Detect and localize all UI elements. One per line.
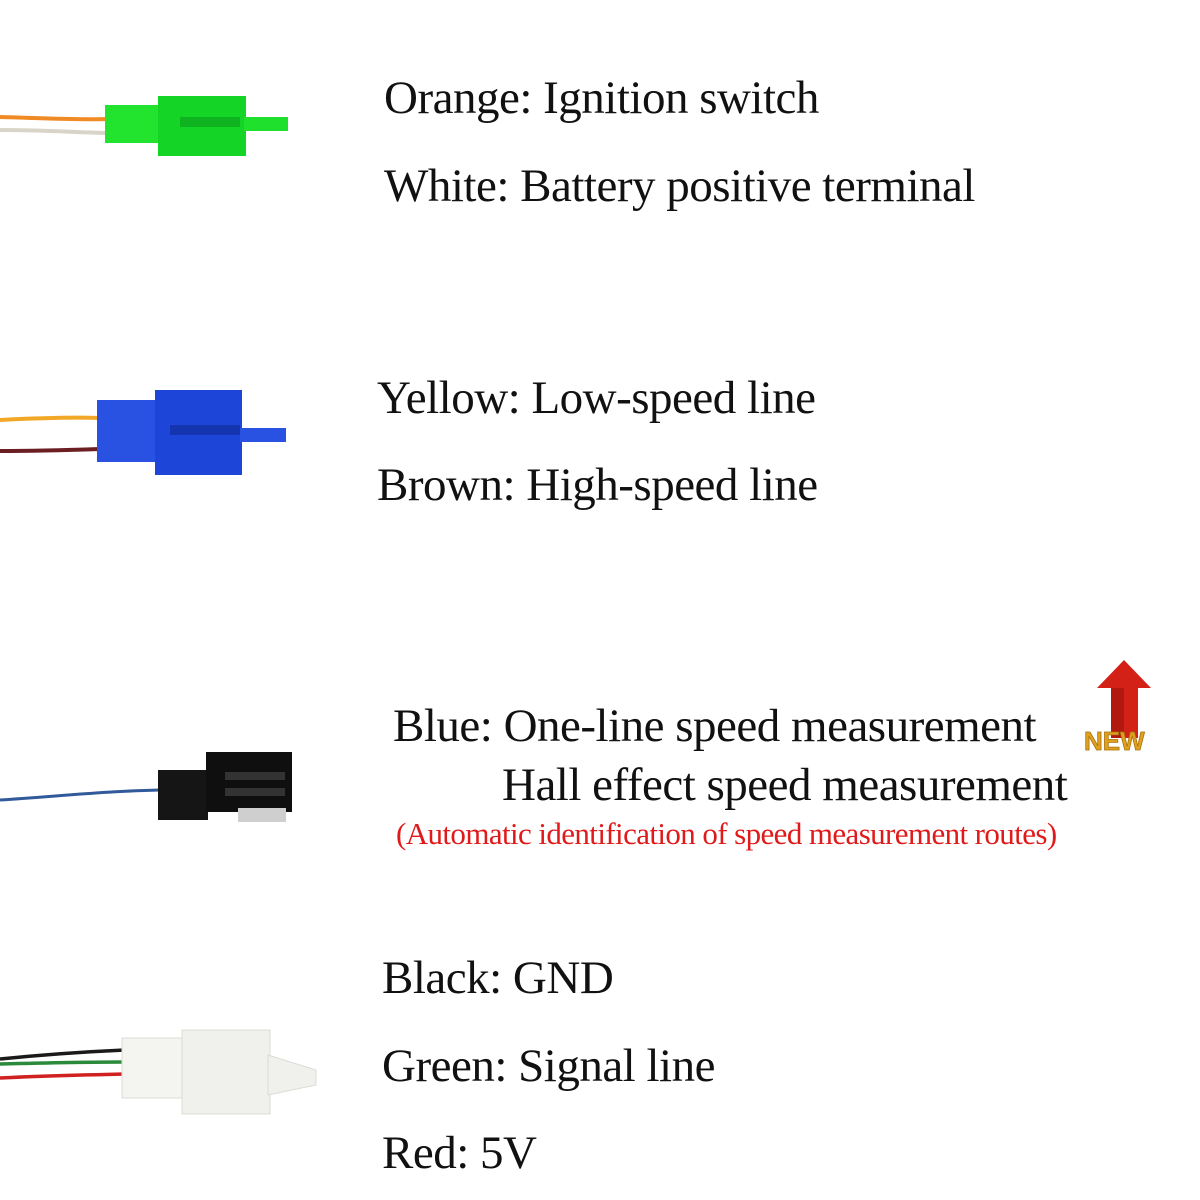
blue-2pin-connector xyxy=(0,390,286,475)
white-wire-label: White: Battery positive terminal xyxy=(384,160,975,212)
auto-identification-note: (Automatic identification of speed measu… xyxy=(396,816,1057,851)
brown-wire-label: Brown: High-speed line xyxy=(377,459,818,511)
green-wire-label: Green: Signal line xyxy=(382,1040,715,1092)
black-wire-label: Black: GND xyxy=(382,952,614,1004)
new-badge-icon: NEW xyxy=(1084,660,1151,756)
red-wire-label: Red: 5V xyxy=(382,1127,537,1179)
hall-effect-label: Hall effect speed measurement xyxy=(502,759,1068,811)
green-2pin-connector xyxy=(0,96,288,156)
white-3pin-connector xyxy=(0,1029,317,1115)
yellow-wire-label: Yellow: Low-speed line xyxy=(377,372,816,424)
orange-wire-label: Orange: Ignition switch xyxy=(384,72,819,124)
svg-text:NEW: NEW xyxy=(1084,726,1145,756)
black-1pin-connector xyxy=(0,752,292,822)
blue-wire-label: Blue: One-line speed measurement xyxy=(393,700,1037,752)
